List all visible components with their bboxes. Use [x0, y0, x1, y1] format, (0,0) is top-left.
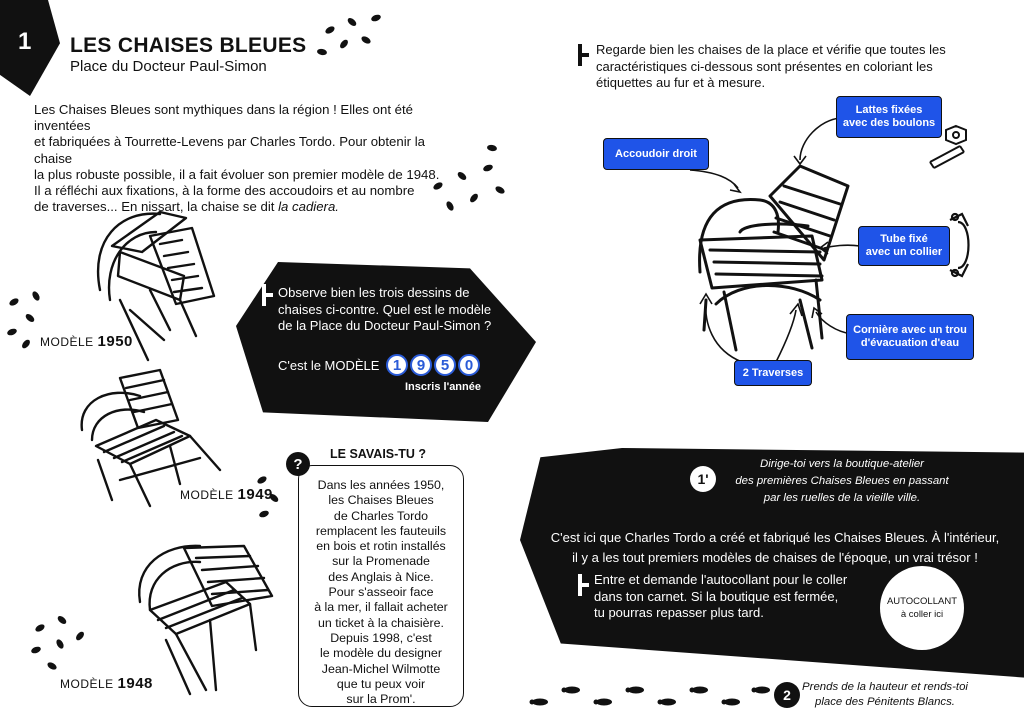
direction-line: par les ruelles de la vieille ville. — [763, 492, 921, 504]
fact-box-title: LE SAVAIS-TU ? — [330, 447, 427, 461]
step-badge-1prime: 1' — [690, 466, 716, 492]
sticker-placeholder[interactable]: AUTOCOLLANT à coller ici — [880, 566, 964, 650]
fact-line: que tu peux voir — [336, 676, 426, 691]
observe-question: Observe bien les trois dessins de chaise… — [278, 285, 492, 333]
page-title: LES CHAISES BLEUES — [70, 34, 307, 57]
leaf-cluster-mid — [433, 144, 505, 211]
instruction-line: dans ton carnet. Si la boutique est ferm… — [594, 588, 839, 604]
leaf-cluster-1949 — [257, 476, 279, 518]
tag-line: Tube fixé — [880, 233, 928, 245]
fact-line: sur la Promenade — [332, 554, 430, 569]
instruction-marker-icon — [578, 574, 589, 596]
regarde-instruction: Regarde bien les chaises de la place et … — [596, 42, 946, 90]
tag-lattes[interactable]: Lattes fixées avec des boulons — [836, 96, 942, 138]
fact-box — [298, 465, 464, 707]
chair-1950-drawing — [96, 210, 216, 362]
next-step-line: place des Pénitents Blancs. — [815, 696, 955, 708]
annotation-arrows — [689, 117, 861, 363]
answer-digit[interactable]: 0 — [458, 354, 480, 376]
fact-line: à la mer, il fallait acheter — [314, 600, 448, 615]
tag-line: Cornière avec un trou — [853, 324, 967, 336]
instruction-marker-icon — [578, 44, 589, 66]
instruction-marker-icon — [262, 284, 273, 306]
boutique-description: C'est ici que Charles Tordo a créé et fa… — [540, 528, 1010, 568]
annotated-chair-drawing — [698, 164, 850, 352]
leaf-cluster-bottom — [31, 616, 84, 670]
tag-line: d'évacuation d'eau — [860, 337, 960, 349]
direction-line: Dirige-toi vers la boutique-atelier — [760, 458, 924, 470]
tag-accoudoir[interactable]: Accoudoir droit — [603, 138, 709, 170]
answer-caption: Inscris l'année — [405, 381, 481, 393]
step-badge-2: 2 — [774, 682, 800, 708]
sticker-instruction: Entre et demande l'autocollant pour le c… — [594, 572, 874, 622]
fact-line: des Anglais à Nice. — [328, 569, 434, 584]
intro-line-text: de traverses... En nissart, la chaise se… — [34, 199, 279, 215]
page-subtitle: Place du Docteur Paul-Simon — [70, 58, 267, 75]
intro-line: Il a réfléchi aux fixations, à la forme … — [34, 183, 415, 199]
leaf-cluster-top — [317, 14, 381, 56]
direction-line: des premières Chaises Bleues en passant — [735, 475, 949, 487]
tag-line: avec des boulons — [842, 117, 936, 129]
intro-paragraph: Les Chaises Bleues sont mythiques dans l… — [34, 102, 454, 215]
intro-line: de traverses... En nissart, la chaise se… — [34, 199, 454, 215]
footsteps-bottom — [529, 686, 770, 706]
fact-line: Dans les années 1950, — [317, 478, 445, 492]
description-line: il y a les tout premiers modèles de chai… — [572, 550, 978, 565]
next-step-line: Prends de la hauteur et rends-toi — [802, 681, 968, 693]
fact-line: remplacent les fauteuils — [315, 523, 447, 538]
observe-answer-prefix: C'est le MODÈLE — [278, 358, 380, 373]
intro-line: Les Chaises Bleues sont mythiques dans l… — [34, 102, 413, 134]
sticker-label: à coller ici — [900, 609, 944, 620]
model-prefix: MODÈLE — [180, 488, 238, 502]
answer-digit[interactable]: 5 — [434, 354, 456, 376]
fact-box-text: Dans les années 1950, les Chaises Bleues… — [302, 478, 460, 707]
model-label-1948: MODÈLE 1948 — [60, 675, 153, 692]
answer-digit[interactable]: 9 — [410, 354, 432, 376]
observe-panel — [236, 262, 536, 422]
question-mark-icon: ? — [286, 452, 310, 476]
fact-line: sur la Prom'. — [346, 692, 416, 707]
next-step-text: Prends de la hauteur et rends-toi place … — [800, 680, 970, 710]
intro-line: la plus robuste possible, il a fait évol… — [34, 166, 440, 182]
model-prefix: MODÈLE — [40, 335, 98, 349]
model-label-1950: MODÈLE 1950 — [40, 333, 133, 350]
intro-italic-term: la cadiera. — [278, 199, 339, 215]
fact-line: Pour s'asseoir face — [328, 585, 434, 600]
fact-line: de Charles Tordo — [333, 508, 429, 523]
chair-1949-drawing — [80, 368, 222, 508]
model-year: 1950 — [97, 333, 133, 350]
instruction-line: tu pourras repasser plus tard. — [594, 605, 764, 620]
boutique-direction: Dirige-toi vers la boutique-atelier des … — [722, 456, 962, 507]
fact-line: Jean-Michel Wilmotte — [321, 661, 441, 676]
intro-line: et fabriquées à Tourrette-Levens par Cha… — [34, 134, 425, 166]
fact-line: le modèle du designer — [320, 646, 442, 661]
section-number: 1 — [18, 28, 32, 55]
leaf-cluster-left — [7, 291, 40, 349]
collar-icon — [949, 212, 970, 278]
answer-digit[interactable]: 1 — [386, 354, 408, 376]
model-label-1949: MODÈLE 1949 — [180, 486, 273, 503]
model-year: 1949 — [237, 486, 273, 503]
tag-traverses[interactable]: 2 Traverses — [734, 360, 812, 386]
fact-line: en bois et rotin installés — [316, 539, 446, 554]
fact-line: Depuis 1998, c'est — [330, 630, 432, 645]
fact-line: les Chaises Bleues — [328, 493, 434, 508]
model-year: 1948 — [117, 675, 153, 692]
description-line: C'est ici que Charles Tordo a créé et fa… — [550, 530, 1000, 545]
chair-1948-drawing — [138, 544, 274, 696]
tag-corniere[interactable]: Cornière avec un trou d'évacuation d'eau — [846, 314, 974, 360]
bolt-icon — [929, 124, 967, 169]
tag-line: avec un collier — [865, 246, 943, 258]
fact-line: un ticket à la chaisière. — [317, 615, 445, 630]
tag-line: Lattes fixées — [855, 104, 923, 116]
tag-tube[interactable]: Tube fixé avec un collier — [858, 226, 950, 266]
sticker-label: AUTOCOLLANT — [886, 596, 958, 607]
instruction-line: Entre et demande l'autocollant pour le c… — [594, 572, 848, 587]
model-prefix: MODÈLE — [60, 677, 118, 691]
